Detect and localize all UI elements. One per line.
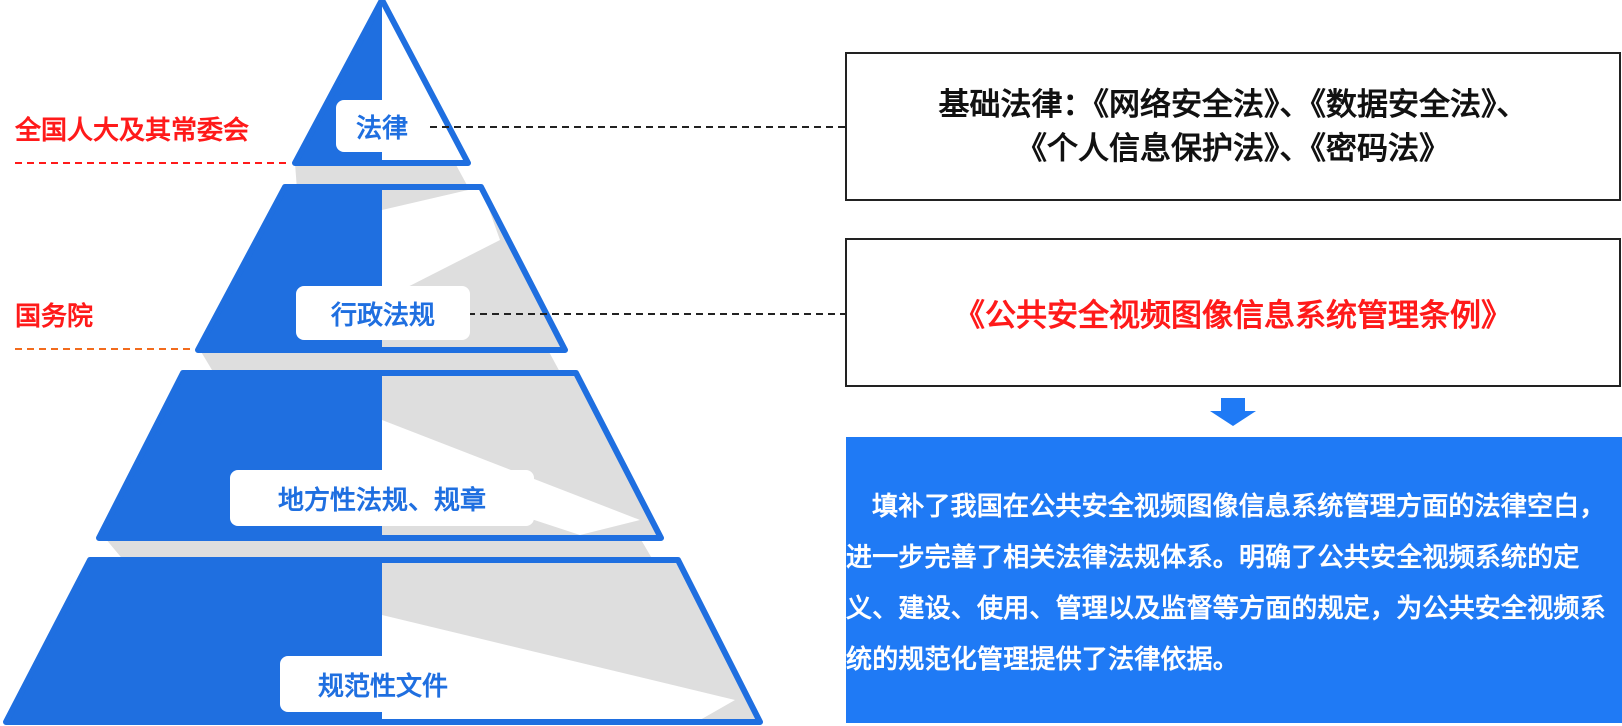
authority-label-npc: 全国人大及其常委会 bbox=[15, 116, 250, 146]
tier-label-text: 行政法规 bbox=[330, 300, 435, 331]
authority-label-state-council: 国务院 bbox=[15, 302, 94, 332]
tier-label-text: 法律 bbox=[355, 113, 408, 144]
law-info-box: 基础法律：《网络安全法》、《数据安全法》、 《个人信息保护法》、《密码法》 bbox=[845, 52, 1621, 201]
tier-label-local-regulation: 地方性法规、规章 bbox=[230, 470, 534, 526]
tier-label-administrative-regulation: 行政法规 bbox=[296, 286, 470, 340]
tier-label-text: 规范性文件 bbox=[317, 671, 448, 702]
regulation-info-box: 《公共安全视频图像信息系统管理条例》 bbox=[845, 238, 1621, 387]
down-arrow-icon bbox=[1210, 398, 1256, 426]
law-line-1: 基础法律：《网络安全法》、《数据安全法》、 bbox=[938, 86, 1528, 123]
tier-label-text: 地方性法规、规章 bbox=[277, 485, 486, 516]
summary-text: 填补了我国在公共安全视频图像信息系统管理方面的法律空白，进一步完善了相关法律法规… bbox=[846, 492, 1606, 675]
law-line-2: 《个人信息保护法》、《密码法》 bbox=[1016, 130, 1450, 167]
summary-box: 填补了我国在公共安全视频图像信息系统管理方面的法律空白，进一步完善了相关法律法规… bbox=[846, 437, 1622, 723]
tier-label-normative-document: 规范性文件 bbox=[280, 656, 486, 712]
regulation-title: 《公共安全视频图像信息系统管理条例》 bbox=[954, 298, 1512, 334]
tier-label-law: 法律 bbox=[336, 100, 428, 152]
